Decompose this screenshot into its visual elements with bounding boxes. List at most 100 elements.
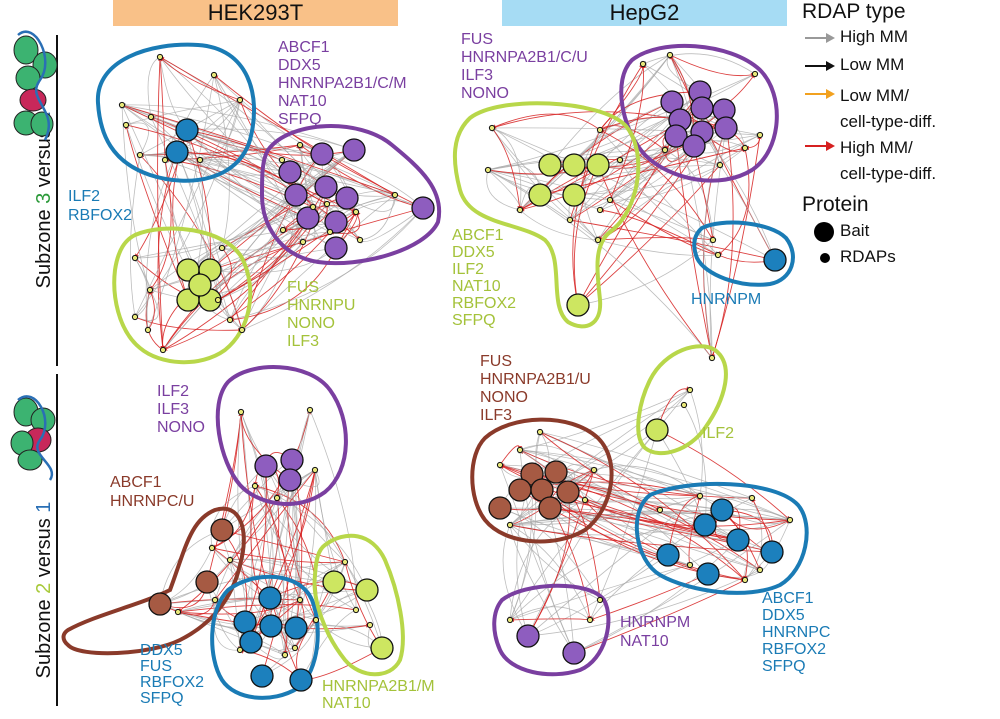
- legend-rdaps: RDAPs: [802, 244, 1000, 270]
- network-edge: [572, 129, 601, 306]
- rdap-node: [326, 228, 334, 236]
- network-edge: [145, 151, 178, 331]
- network-edge: [487, 156, 721, 171]
- network-edge: [229, 149, 355, 321]
- bait-node: [310, 142, 334, 166]
- bait-node: [148, 592, 172, 616]
- rdap-node: [251, 482, 259, 490]
- bait-node: [488, 496, 512, 520]
- rdap-node: [174, 608, 182, 616]
- network-edge: [599, 89, 701, 131]
- network-edge: [509, 524, 575, 654]
- hek-top-blue-labels: ILF2 RBFOX2: [68, 188, 132, 224]
- network-edge: [573, 164, 721, 197]
- network-edge: [549, 54, 671, 166]
- network-edge: [573, 164, 599, 306]
- rdap-node: [218, 244, 226, 252]
- network-nodes: [118, 51, 794, 692]
- red-arrow-icon: [805, 141, 835, 151]
- network-edge: [212, 599, 241, 651]
- hep-bot-lime-labels: ILF2: [702, 425, 734, 442]
- network-edge: [711, 109, 734, 359]
- network-edge: [213, 74, 337, 223]
- network-edge: [159, 56, 309, 219]
- network-edge: [186, 127, 355, 151]
- rdap-node: [506, 616, 514, 624]
- network-edge: [121, 102, 355, 151]
- rdap-node: [666, 51, 674, 59]
- bait-node: [278, 468, 302, 492]
- network-edge: [211, 547, 346, 565]
- bait-node: [289, 668, 313, 692]
- network-edge: [157, 151, 178, 351]
- hep-bot-lime-cluster: [636, 344, 728, 456]
- bait-node: [696, 562, 720, 586]
- legend-title: RDAP type: [802, 0, 906, 23]
- network-edge: [491, 113, 601, 131]
- rdap-node: [714, 251, 722, 259]
- network-edge: [176, 151, 219, 301]
- rdap-node: [161, 156, 169, 164]
- rdap-node: [118, 101, 126, 109]
- rdap-node: [309, 203, 317, 211]
- network-edge: [250, 497, 280, 643]
- legend-label-high-mm: High MM: [840, 27, 909, 46]
- bait-node: [210, 518, 234, 542]
- network-edge: [509, 524, 601, 601]
- bait-node: [239, 630, 263, 654]
- network-edge: [343, 561, 383, 649]
- rdap-node: [214, 296, 222, 304]
- bait-node: [355, 578, 379, 602]
- bait-node: [726, 528, 750, 552]
- legend-label-high-mm-diff: High MM/cell-type-diff.: [840, 138, 937, 183]
- network-edge: [539, 431, 753, 499]
- network-edge: [229, 558, 335, 583]
- legend-rdaps-label: RDAPs: [840, 247, 896, 266]
- network-edge: [509, 617, 591, 623]
- network-edge: [134, 206, 314, 260]
- network-edge: [149, 247, 337, 291]
- network-edge: [344, 561, 385, 649]
- rdap-node: [281, 651, 289, 659]
- network-edge: [589, 429, 658, 621]
- rdap-node: [696, 492, 704, 500]
- legend-label-low-mm-diff: Low MM/cell-type-diff.: [840, 86, 937, 131]
- network-edge: [309, 409, 359, 611]
- network-edge: [509, 509, 723, 527]
- hep-bot-brown-cluster: [470, 417, 614, 544]
- rdap-node: [661, 146, 669, 154]
- rdap-node: [488, 124, 496, 132]
- bait-node: [370, 636, 394, 660]
- bait-node: [562, 183, 586, 207]
- network-edge: [487, 169, 571, 221]
- network-edge: [121, 103, 396, 196]
- rdap-node: [279, 226, 287, 234]
- rdap-node: [156, 53, 164, 61]
- network-edge: [509, 606, 591, 621]
- bait-node: [664, 124, 688, 148]
- network-edge: [527, 569, 761, 637]
- legend-bait: Bait: [802, 218, 1000, 244]
- network-edge: [688, 495, 702, 566]
- hek-top-blue-cluster: [95, 42, 257, 183]
- legend-label-low-mm: Low MM: [840, 55, 905, 74]
- rdap-node: [686, 386, 694, 394]
- network-edge: [599, 129, 714, 241]
- bait-node: [335, 186, 359, 210]
- network-edge: [519, 448, 791, 521]
- rdap-node: [756, 566, 764, 574]
- rdap-node: [596, 126, 604, 134]
- rdap-node: [590, 466, 598, 474]
- network-edge: [599, 127, 727, 211]
- network-edge: [221, 186, 327, 250]
- rdap-node: [226, 556, 234, 564]
- bait-node: [258, 586, 282, 610]
- network-edge: [599, 129, 719, 256]
- network-edge: [186, 129, 213, 271]
- network-edge: [158, 529, 223, 605]
- network-edge: [125, 98, 241, 126]
- network-edge: [573, 519, 791, 654]
- rdap-node: [299, 238, 307, 246]
- network-edge: [159, 56, 241, 101]
